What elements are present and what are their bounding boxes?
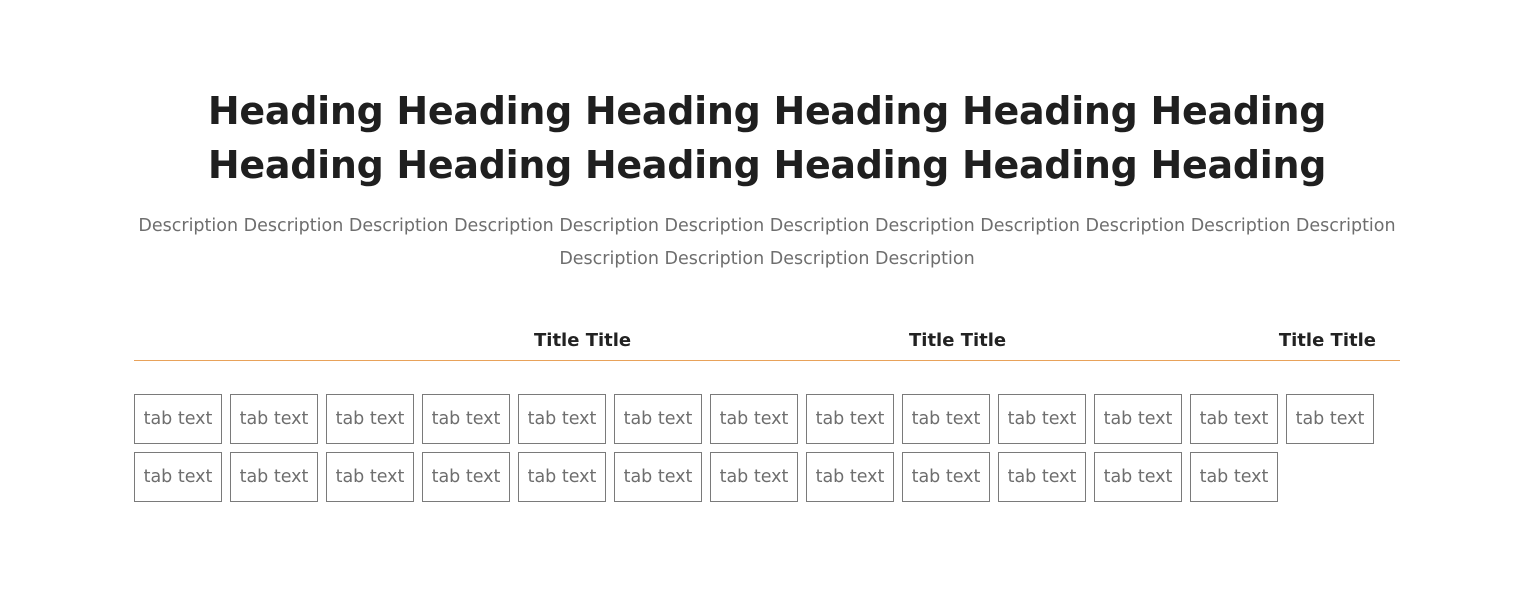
tab-item[interactable]: tab text [998,452,1086,502]
tab-item[interactable]: tab text [326,452,414,502]
title-item[interactable]: Title Title [909,330,1007,351]
tab-item[interactable]: tab text [422,394,510,444]
tab-item[interactable]: tab text [806,394,894,444]
tab-item[interactable]: tab text [1094,452,1182,502]
tab-item[interactable]: tab text [902,452,990,502]
title-item[interactable]: Title Title [1278,330,1376,351]
title-item[interactable]: Title Title [534,330,632,351]
tab-item[interactable]: tab text [134,452,222,502]
tab-item[interactable]: tab text [902,394,990,444]
tab-item[interactable]: tab text [1094,394,1182,444]
tab-item[interactable]: tab text [230,394,318,444]
tab-item[interactable]: tab text [710,452,798,502]
tab-item[interactable]: tab text [326,394,414,444]
tab-item[interactable]: tab text [134,394,222,444]
page-heading: Heading Heading Heading Heading Heading … [207,89,1327,187]
tab-item[interactable]: tab text [518,452,606,502]
tab-item[interactable]: tab text [1190,394,1278,444]
page-description: Description Description Description Desc… [138,216,1396,269]
tab-item[interactable]: tab text [518,394,606,444]
tab-item[interactable]: tab text [998,394,1086,444]
tab-item[interactable]: tab text [1190,452,1278,502]
tab-item[interactable]: tab text [1286,394,1374,444]
tab-item[interactable]: tab text [806,452,894,502]
title-bar: Title Title Title Title Title Title [134,326,1400,361]
tab-item[interactable]: tab text [230,452,318,502]
tab-item[interactable]: tab text [614,394,702,444]
tab-item[interactable]: tab text [710,394,798,444]
tab-item[interactable]: tab text [614,452,702,502]
tab-list: tab text tab text tab text tab text tab … [134,394,1400,502]
tab-item[interactable]: tab text [422,452,510,502]
